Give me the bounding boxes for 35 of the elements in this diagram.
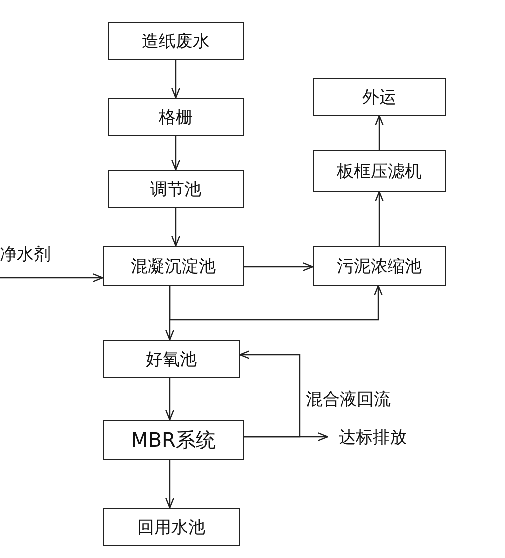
box-label: 格栅 [159, 106, 193, 128]
arrow [172, 60, 180, 99]
arrow [375, 115, 384, 150]
arrow [166, 460, 174, 509]
box-label: 好氧池 [146, 348, 197, 370]
process-box [103, 420, 244, 460]
box-label: 造纸废水 [142, 30, 210, 52]
box-label: 混凝沉淀池 [131, 256, 216, 278]
box-label: 板框压滤机 [337, 160, 422, 182]
arrow [169, 285, 383, 321]
process-box [313, 150, 446, 192]
edge-label: 净水剂 [0, 244, 51, 266]
box-label: 调节池 [150, 178, 202, 200]
arrow [239, 350, 301, 438]
arrow [244, 432, 329, 442]
arrow [172, 208, 180, 247]
process-box [103, 340, 240, 378]
process-box [313, 246, 446, 286]
process-box [103, 246, 244, 286]
box-label: 外运 [362, 86, 396, 108]
arrow [244, 262, 314, 272]
box-label: 回用水池 [138, 516, 206, 538]
process-box [108, 170, 244, 208]
process-box [108, 98, 244, 136]
arrow [0, 274, 104, 282]
arrow [166, 378, 174, 421]
box-label: 污泥浓缩池 [337, 256, 422, 278]
arrow [375, 191, 384, 246]
arrow [172, 136, 180, 171]
box-label: MBR系统 [131, 426, 216, 454]
process-box [108, 22, 244, 60]
edge-label: 混合液回流 [306, 389, 391, 411]
process-box [313, 78, 446, 116]
outlet-label: 达标排放 [339, 426, 407, 448]
process-box [103, 508, 240, 546]
